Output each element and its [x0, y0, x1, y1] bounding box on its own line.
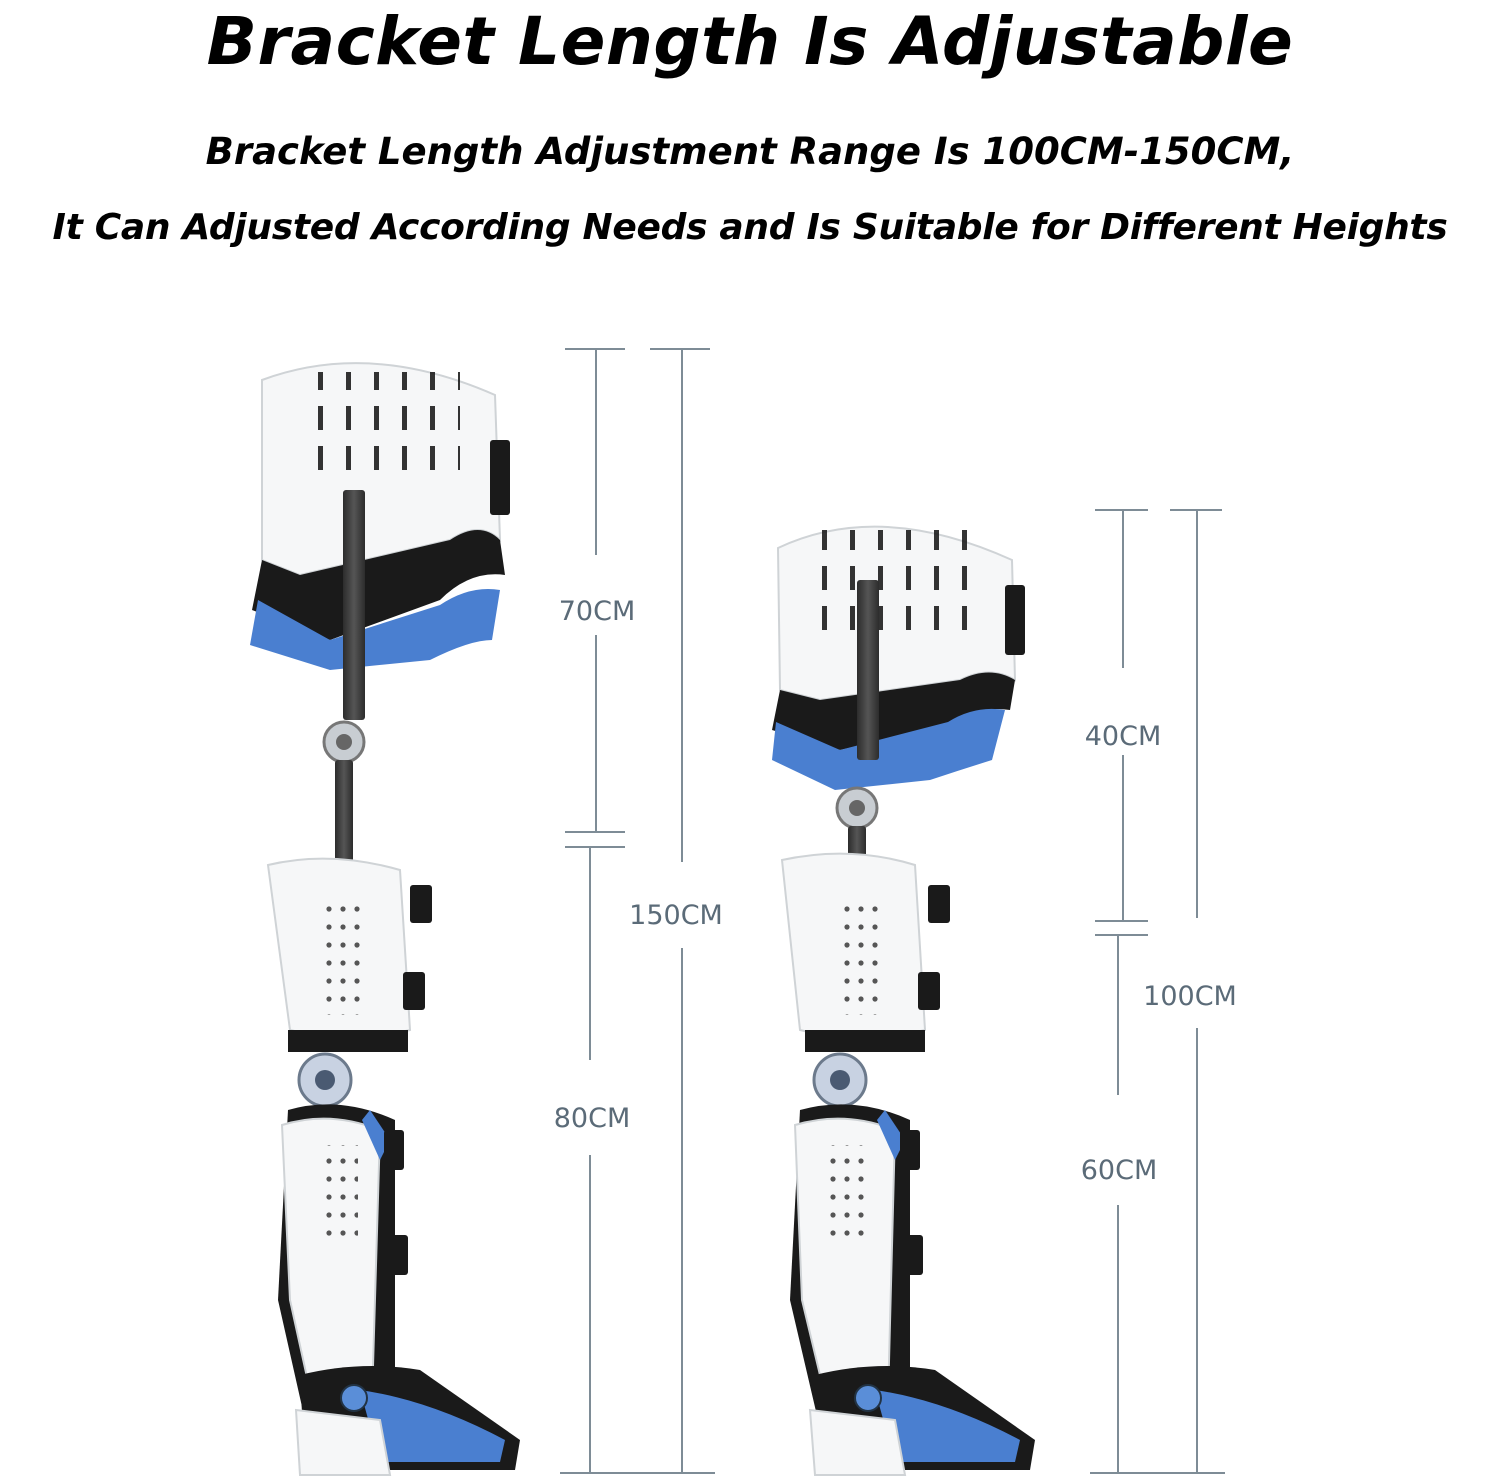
- subtitle-suitability: It Can Adjusted According Needs and Is S…: [52, 207, 1448, 248]
- long-upper-length-label: 70CM: [559, 596, 636, 627]
- long-brace-dimensions: [560, 348, 715, 1474]
- long-brace-illustration: [250, 362, 520, 1476]
- page-title: Bracket Length Is Adjustable: [206, 3, 1294, 80]
- short-brace-illustration: [772, 525, 1035, 1476]
- subtitle-range: Bracket Length Adjustment Range Is 100CM…: [205, 130, 1295, 173]
- long-total-length-label: 150CM: [629, 900, 723, 931]
- long-lower-length-label: 80CM: [554, 1103, 631, 1134]
- short-lower-length-label: 60CM: [1081, 1155, 1158, 1186]
- short-brace-dimensions: [1090, 509, 1225, 1474]
- short-upper-length-label: 40CM: [1085, 721, 1162, 752]
- short-total-length-label: 100CM: [1143, 981, 1237, 1012]
